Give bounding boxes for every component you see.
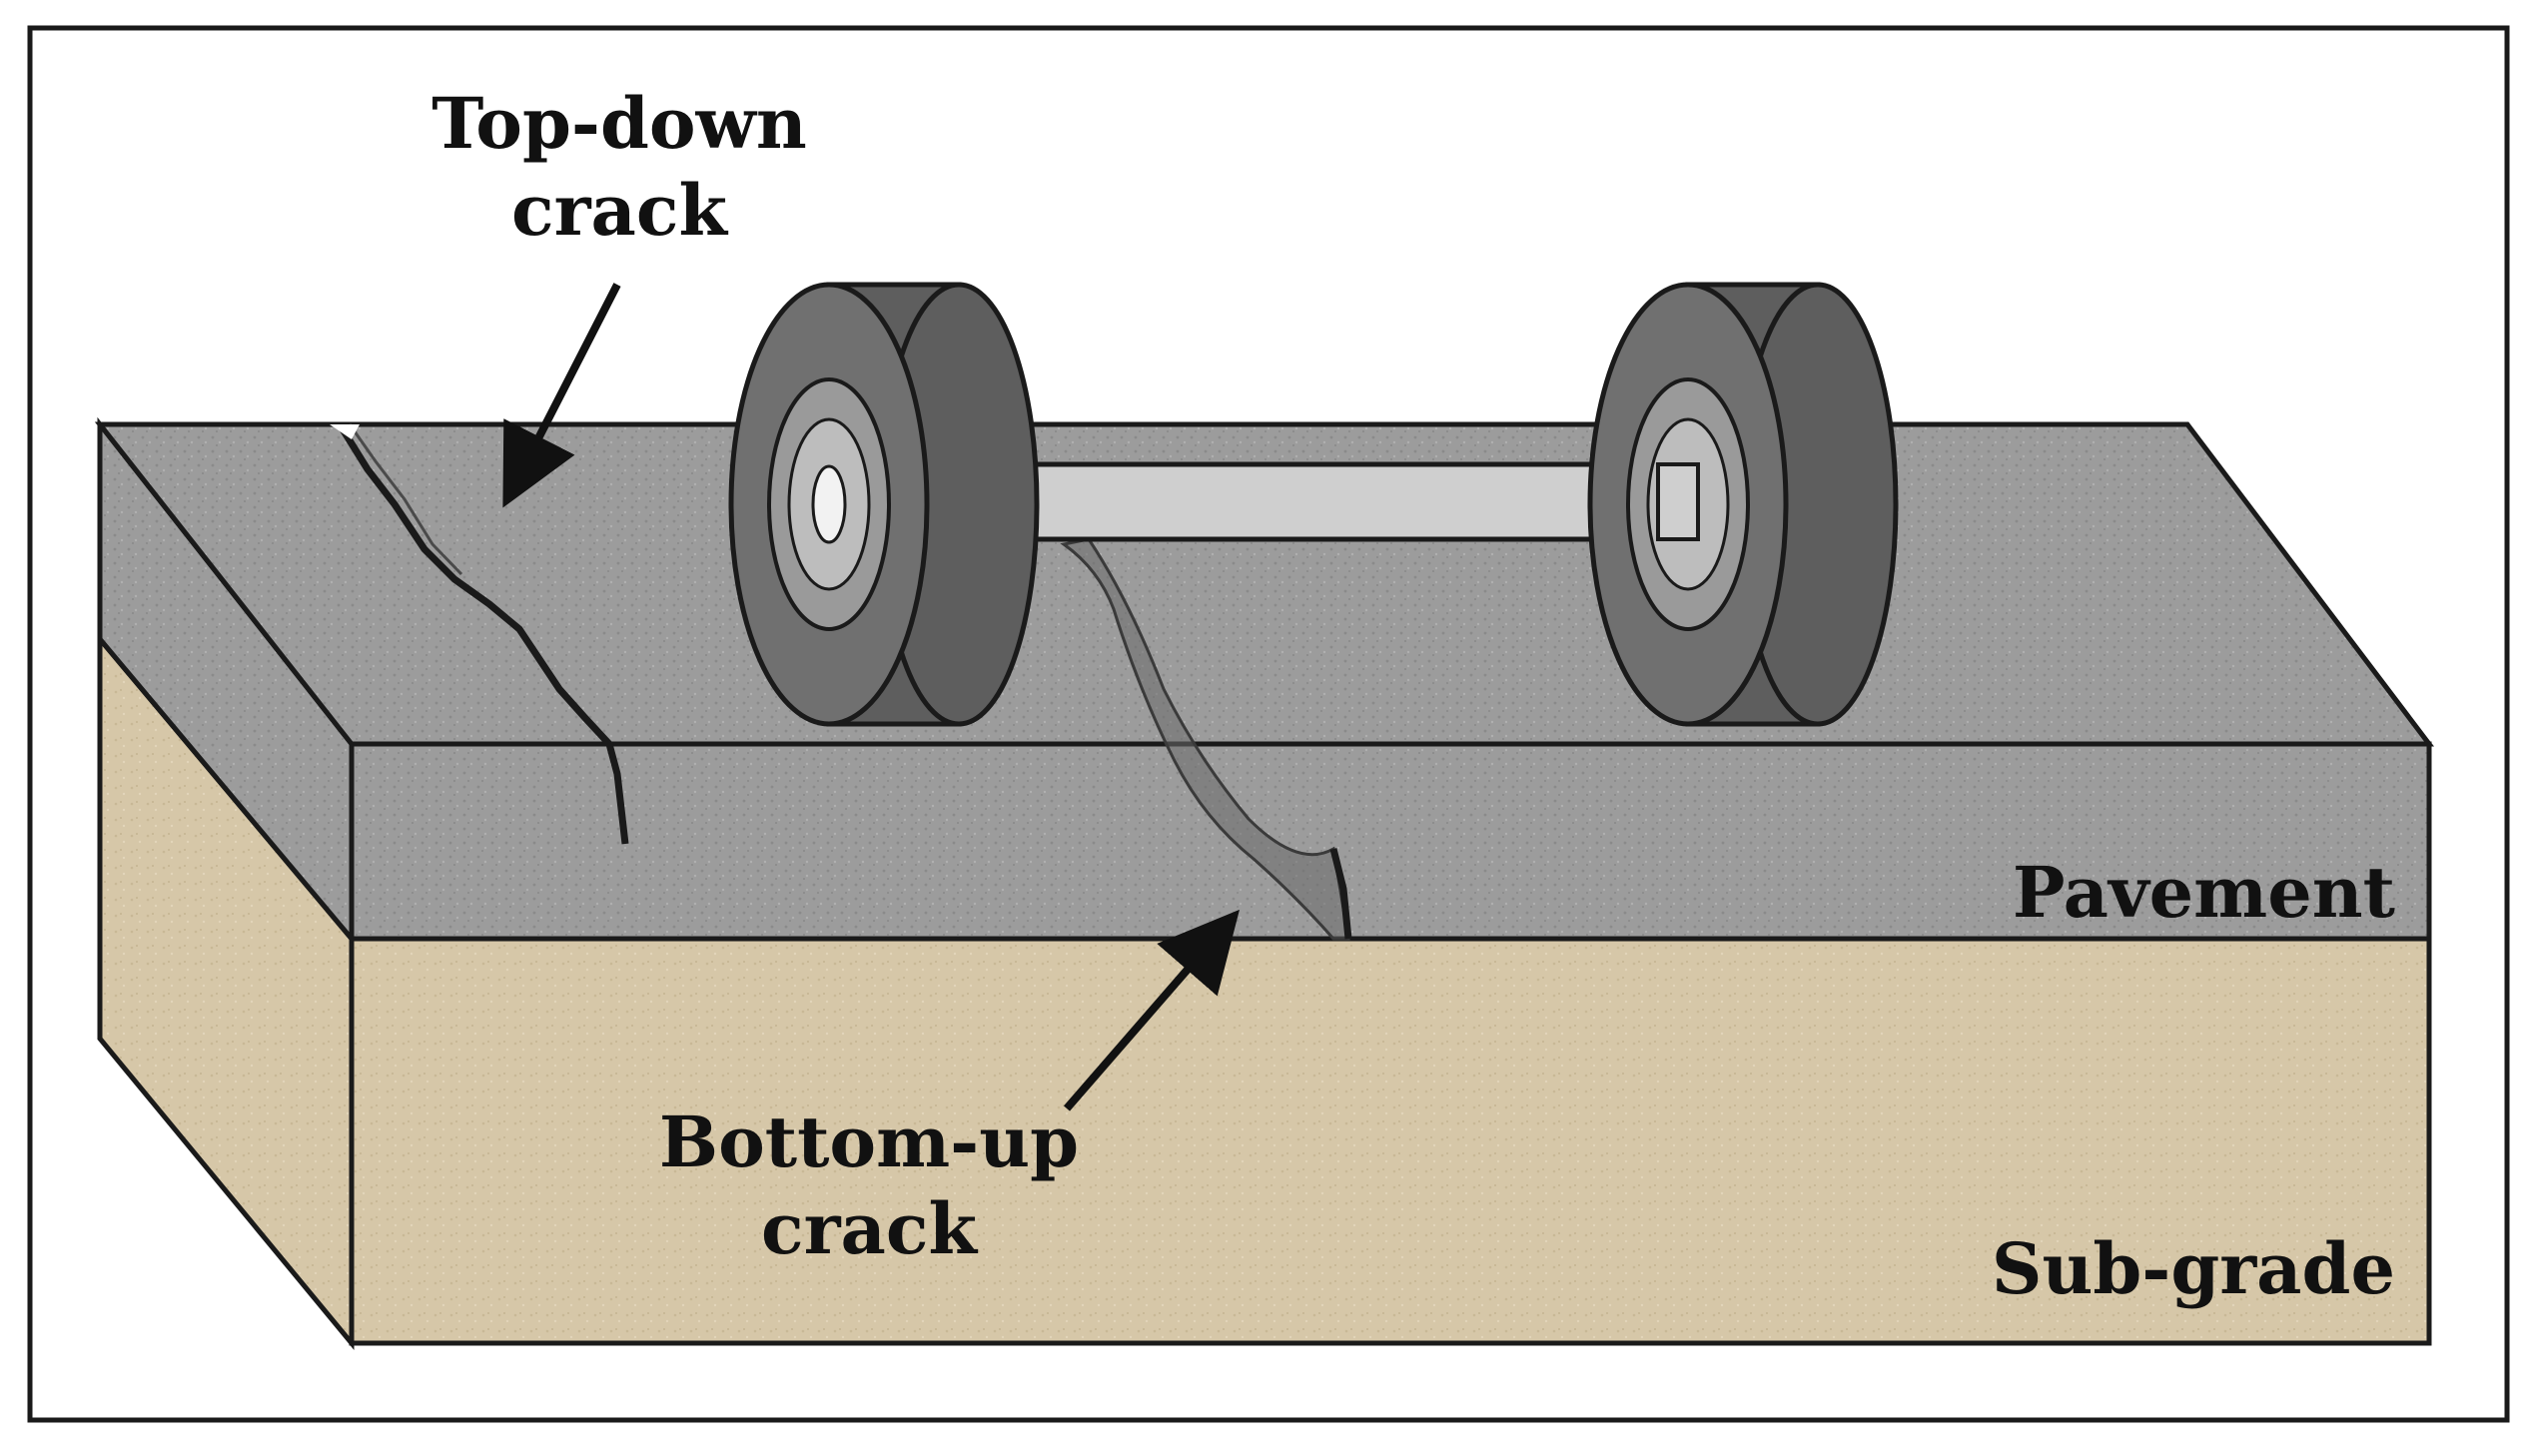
bottom-up-arrow-icon [1063, 909, 1240, 1111]
top-down-label-line2: crack [511, 169, 728, 252]
bottom-up-crack-band [1060, 537, 1350, 941]
top-down-arrow-icon [502, 283, 621, 508]
wheel-icon [1587, 282, 1899, 727]
wheel-icon [728, 282, 1040, 727]
top-down-crack-edge [348, 423, 463, 576]
axle-end [1656, 462, 1700, 541]
left-hub [811, 464, 847, 544]
pavement-label: Pavement [2013, 851, 2395, 934]
bottom-up-crack [1329, 848, 1352, 940]
bottom-up-label-line1: Bottom-up [659, 1100, 1079, 1183]
crack-notch [330, 424, 360, 439]
top-down-label-line1: Top-down [431, 82, 807, 165]
top-down-crack [337, 422, 629, 845]
pavement-front-face [349, 741, 2432, 942]
subgrade-label: Sub-grade [1992, 1227, 2395, 1310]
bottom-up-label-line2: crack [761, 1187, 978, 1270]
